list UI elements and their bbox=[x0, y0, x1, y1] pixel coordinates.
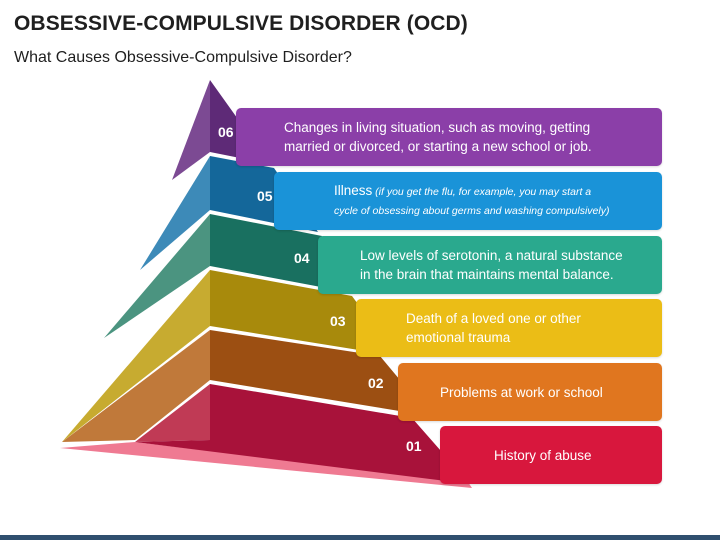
pyramid-side-04 bbox=[104, 214, 210, 338]
cause-banner-03: Death of a loved one or other emotional … bbox=[356, 299, 662, 357]
cause-banner-06: Changes in living situation, such as mov… bbox=[236, 108, 662, 166]
pyramid-front-02 bbox=[210, 330, 430, 416]
level-number-02: 02 bbox=[368, 375, 384, 391]
cause-text-04-line1: Low levels of serotonin, a natural subst… bbox=[360, 248, 623, 263]
footer-bar bbox=[0, 535, 720, 540]
cause-text-01-line1: History of abuse bbox=[494, 447, 592, 463]
page-subtitle: What Causes Obsessive-Compulsive Disorde… bbox=[14, 49, 352, 66]
level-number-04: 04 bbox=[294, 250, 310, 266]
cause-text-03-line1: Death of a loved one or other bbox=[406, 311, 581, 326]
cause-text-05-lead: Illness bbox=[334, 183, 373, 198]
cause-text-02-line1: Problems at work or school bbox=[440, 384, 603, 400]
cause-text-04-line2: in the brain that maintains mental balan… bbox=[360, 267, 614, 282]
pyramid-front-01 bbox=[135, 384, 470, 484]
cause-text-05-note2: cycle of obsessing about germs and washi… bbox=[334, 205, 610, 217]
pyramid-side-03 bbox=[62, 270, 210, 442]
cause-banner-01: History of abuse bbox=[440, 426, 662, 484]
cause-text-05-note1: (if you get the flu, for example, you ma… bbox=[372, 186, 592, 198]
level-number-05: 05 bbox=[257, 188, 273, 204]
pyramid-side-06 bbox=[172, 80, 210, 180]
pyramid-base bbox=[60, 442, 472, 488]
cause-banner-02: Problems at work or school bbox=[398, 363, 662, 421]
pyramid-side-05 bbox=[140, 156, 210, 270]
cause-text-06-line1: Changes in living situation, such as mov… bbox=[284, 120, 591, 135]
cause-banner-04: Low levels of serotonin, a natural subst… bbox=[318, 236, 662, 294]
cause-banner-05: Illness (if you get the flu, for example… bbox=[274, 172, 662, 230]
cause-text-06-line2: married or divorced, or starting a new s… bbox=[284, 139, 592, 154]
pyramid-side-02 bbox=[62, 330, 210, 442]
pyramid-side-01 bbox=[135, 384, 210, 442]
level-number-06: 06 bbox=[218, 124, 234, 140]
cause-text-03-line2: emotional trauma bbox=[406, 330, 511, 345]
pyramid-front-03 bbox=[210, 270, 396, 356]
level-number-03: 03 bbox=[330, 313, 346, 329]
page-title: OBSESSIVE-COMPULSIVE DISORDER (OCD) bbox=[14, 12, 468, 35]
level-number-01: 01 bbox=[406, 438, 422, 454]
